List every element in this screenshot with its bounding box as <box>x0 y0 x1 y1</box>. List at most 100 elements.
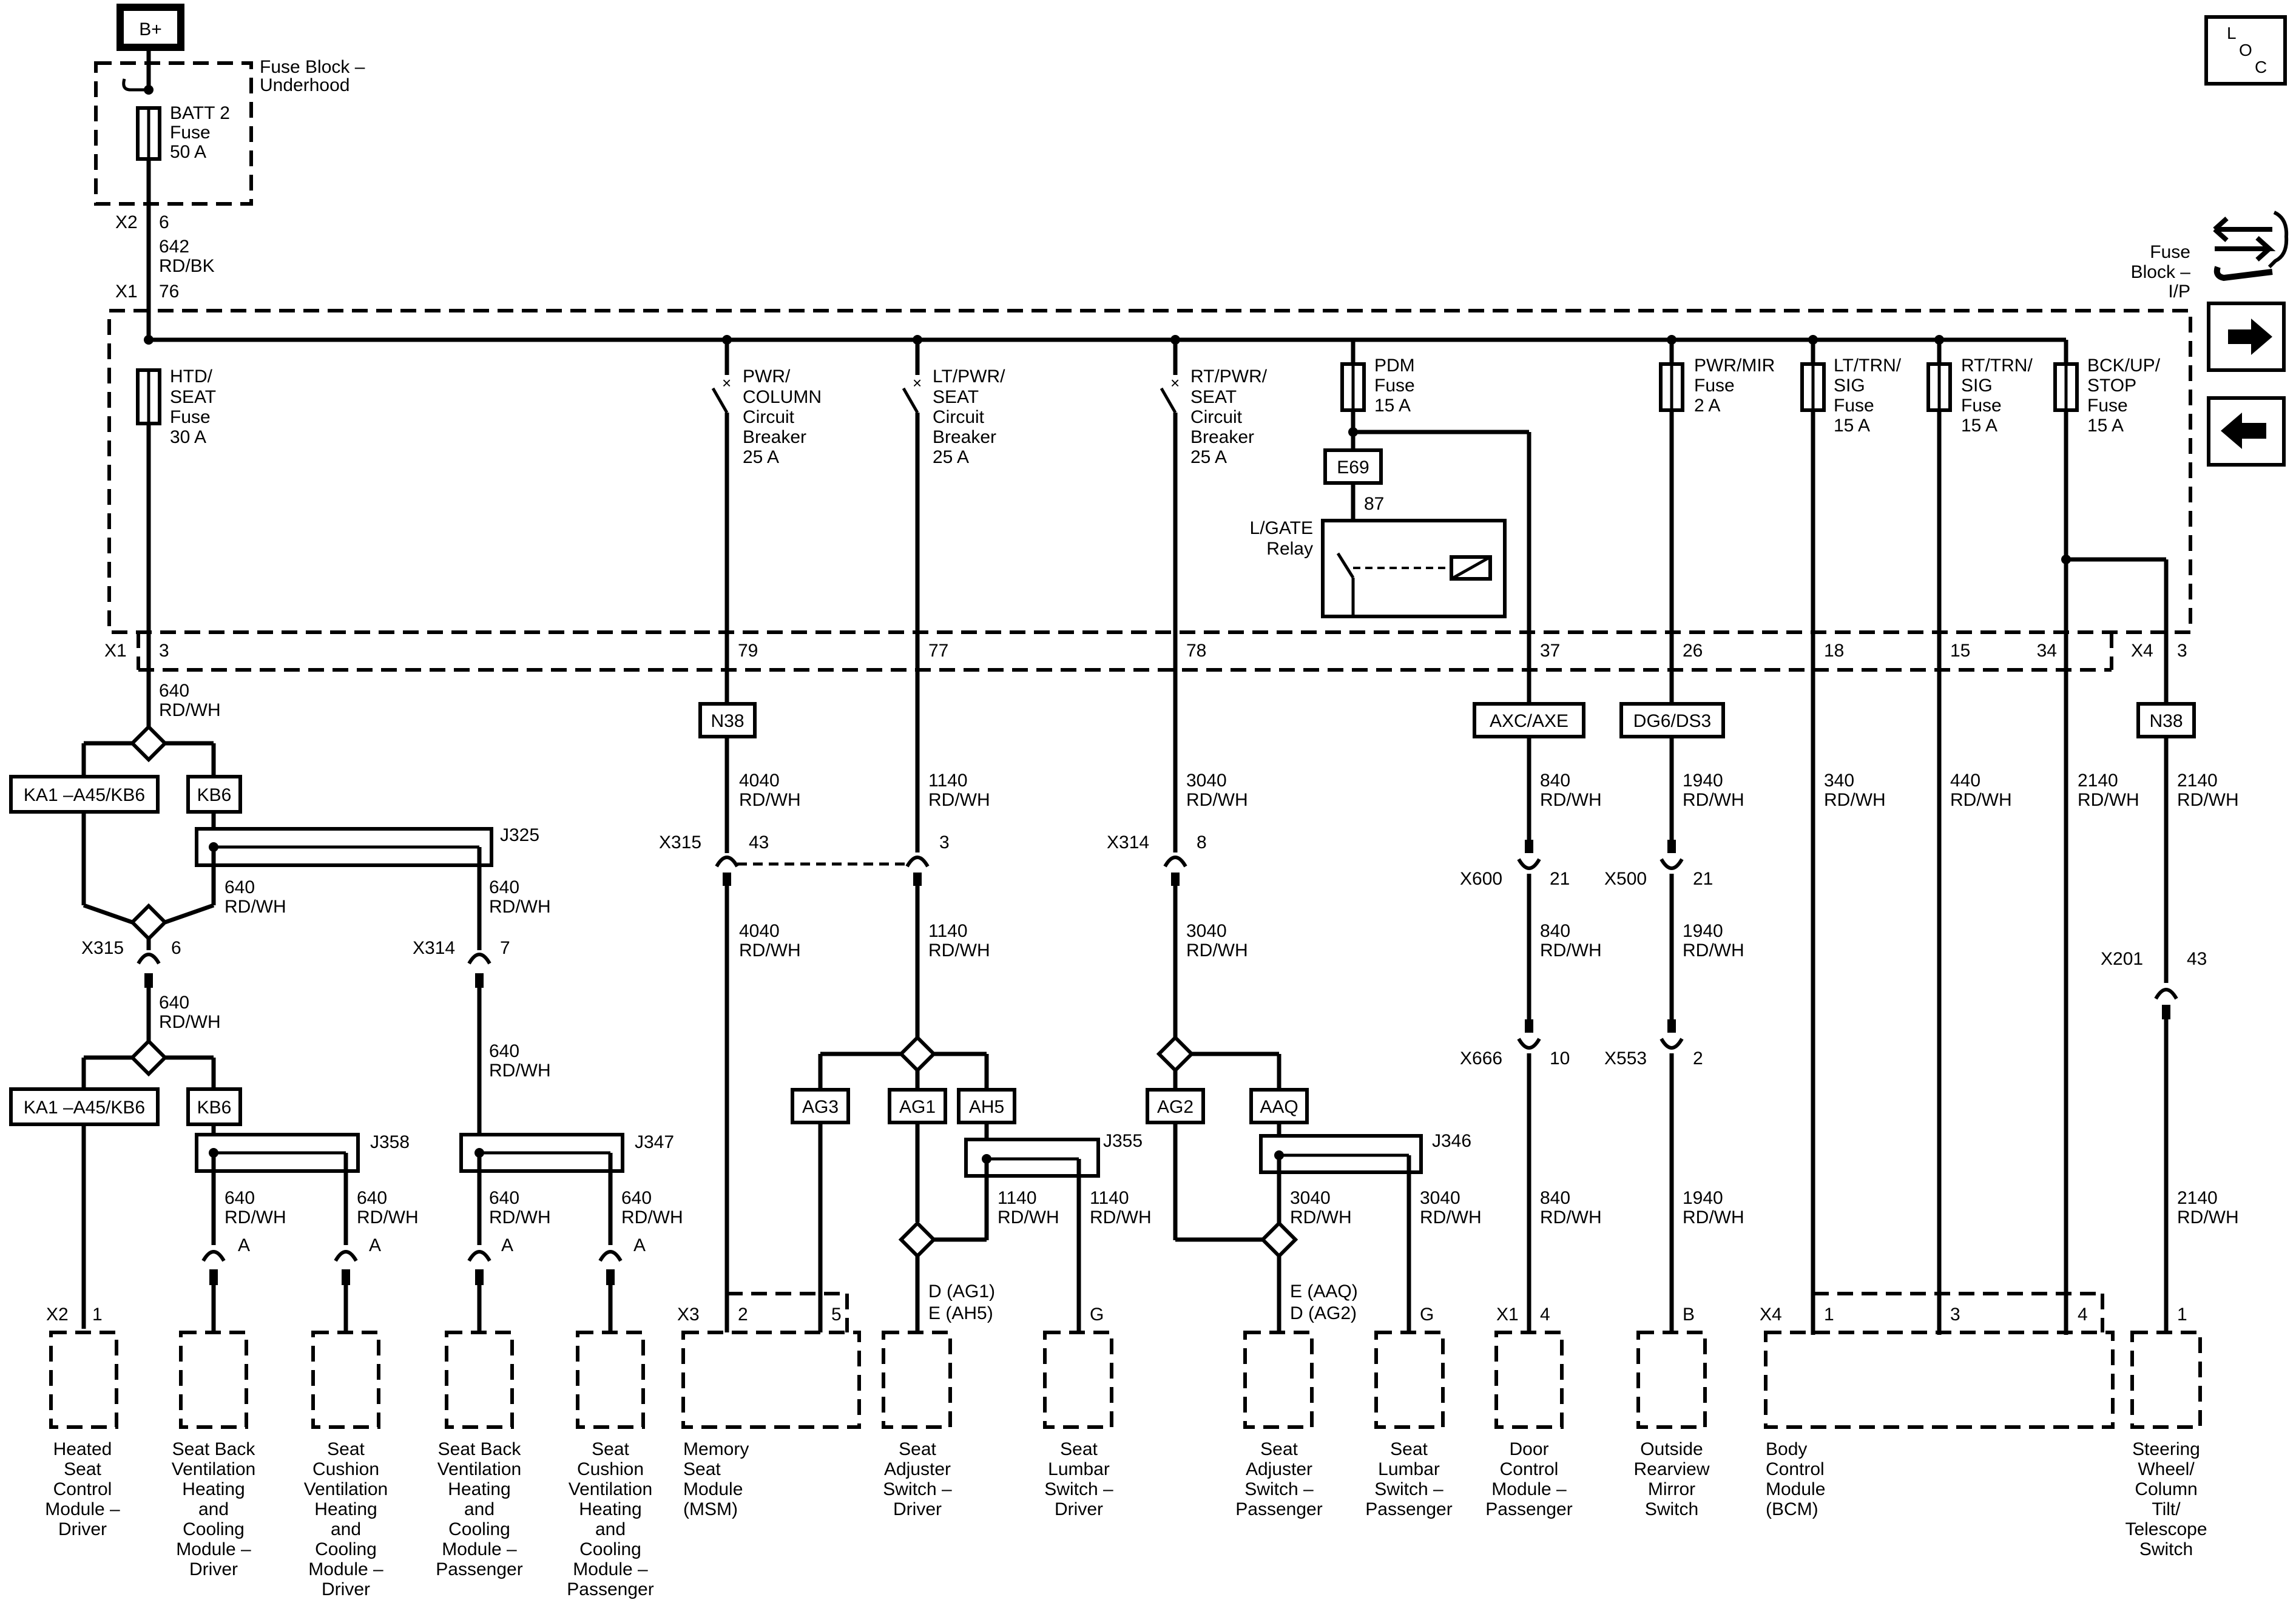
diagram-label: X201 <box>2101 949 2143 969</box>
diagram-label: Adjuster <box>884 1459 951 1479</box>
diagram-label: Fuse <box>1834 396 1874 416</box>
module-seat-back-vent-driver <box>179 1331 248 1429</box>
diagram-label: 3 <box>1950 1305 1960 1325</box>
fuse-block-ip <box>107 309 2192 634</box>
diagram-label: 43 <box>749 832 769 852</box>
diagram-label: 7 <box>500 938 510 958</box>
diagram-label: Control <box>1500 1459 1559 1479</box>
option-aaq: AAQ <box>1249 1088 1309 1124</box>
option-ah5: AH5 <box>957 1088 1016 1124</box>
diagram-label: 6 <box>159 212 169 232</box>
diagram-label: Module – <box>45 1499 120 1519</box>
connector-x315-6 <box>137 953 161 988</box>
option-ag1: AG1 <box>888 1088 947 1124</box>
diagram-label: Steering <box>2132 1439 2200 1459</box>
diagram-label: Heating <box>579 1499 641 1519</box>
diagram-label: RD/WH <box>489 897 551 917</box>
diagram-label: Seat <box>1060 1439 1098 1459</box>
diagram-label: 640 <box>225 1188 255 1208</box>
diagram-label: Module – <box>308 1559 383 1579</box>
diagram-label: X315 <box>659 832 701 852</box>
diagram-label: Circuit <box>933 407 985 427</box>
batt2-fuse <box>136 106 161 161</box>
diagram-label: 25 A <box>933 447 969 467</box>
diagram-label: SEAT <box>1190 387 1237 407</box>
diagram-label: 78 <box>1186 641 1206 661</box>
diagram-label: I/P <box>2168 282 2190 302</box>
diagram-label: Heated <box>53 1439 112 1459</box>
diagram-label: KA1 –A45/KB6 <box>24 1098 145 1118</box>
diagram-label: Ventilation <box>304 1479 388 1499</box>
diagram-label: 440 <box>1950 771 1980 791</box>
diagram-label: Memory <box>683 1439 749 1459</box>
diagram-label: B <box>1683 1305 1695 1325</box>
schematic-icon[interactable] <box>2213 211 2289 282</box>
next-arrow-icon[interactable] <box>2207 302 2286 372</box>
diagram-label: X1 <box>104 641 127 661</box>
diagram-label: A <box>238 1235 250 1255</box>
loc-box[interactable]: L O C <box>2204 15 2287 86</box>
diagram-label: 87 <box>1364 494 1384 514</box>
diagram-label: LT/PWR/ <box>933 366 1005 387</box>
connector-x315-43 <box>715 856 930 886</box>
diagram-label: Ventilation <box>437 1459 521 1479</box>
diagram-label: Module – <box>176 1539 251 1559</box>
diagram-label: RD/WH <box>739 790 801 810</box>
diagram-label: RD/WH <box>2078 790 2139 810</box>
diagram-label: J325 <box>500 825 539 845</box>
diagram-label: Module <box>1766 1479 1825 1499</box>
diagram-label: O <box>2239 41 2252 59</box>
module-memory-seat: X3 2 5 <box>677 1292 861 1429</box>
diagram-label: Breaker <box>743 427 806 447</box>
diagram-label: Switch – <box>1374 1479 1443 1499</box>
connector-x500 <box>1660 840 1684 870</box>
module-seat-adjuster-passenger: E (AAQ) D (AG2) <box>1243 1281 1358 1429</box>
diagram-label: Fuse <box>170 407 211 427</box>
connector-x553 <box>1660 1019 1684 1050</box>
diagram-label: 3 <box>2177 641 2187 661</box>
diagram-label: RD/WH <box>1950 790 2012 810</box>
diagram-label: RD/WH <box>998 1207 1059 1227</box>
option-dg6-ds3: DG6/DS3 <box>1619 702 1725 738</box>
diagram-label: 3 <box>939 832 950 852</box>
diagram-label: RD/WH <box>1186 790 1248 810</box>
module-captions: Heated Seat Control Module – Driver Seat… <box>45 1439 653 1599</box>
diagram-label: 4 <box>2078 1305 2088 1325</box>
diagram-label: (MSM) <box>683 1499 738 1519</box>
diagram-label: RD/WH <box>159 1012 221 1032</box>
diagram-label: Fuse <box>1961 396 2002 416</box>
diagram-label: RD/WH <box>928 940 990 960</box>
diagram-label: Driver <box>893 1499 942 1519</box>
prev-arrow-icon[interactable] <box>2207 396 2286 467</box>
module-outside-mirror-switch: B <box>1636 1305 1707 1429</box>
diagram-label: A <box>369 1235 381 1255</box>
diagram-label: 18 <box>1824 641 1844 661</box>
breaker-rt-pwr-seat: × <box>1160 335 1180 852</box>
diagram-label: COLUMN <box>743 387 822 407</box>
diagram-label: Passenger <box>567 1579 653 1599</box>
diagram-label: Passenger <box>1485 1499 1572 1519</box>
diagram-label: Module – <box>573 1559 648 1579</box>
diagram-label: RD/WH <box>928 790 990 810</box>
diagram-label: Cooling <box>183 1519 245 1539</box>
diagram-label: Circuit <box>1190 407 1243 427</box>
module-seat-lumbar-driver: G <box>1043 1305 1113 1429</box>
diagram-label: 2 A <box>1694 396 1720 416</box>
diagram-label: 77 <box>928 641 948 661</box>
diagram-label: 640 <box>489 1188 519 1208</box>
diagram-label: Cooling <box>448 1519 510 1539</box>
diagram-label: Column <box>2135 1479 2197 1499</box>
diagram-label: Lumbar <box>1048 1459 1110 1479</box>
diagram-label: HTD/ <box>170 366 213 387</box>
diagram-label: 26 <box>1683 641 1703 661</box>
module-seat-adjuster-driver: D (AG1) E (AH5) <box>882 1281 995 1429</box>
diagram-label: G <box>1090 1305 1104 1325</box>
power-label: B+ <box>139 19 162 39</box>
diagram-label: Switch – <box>883 1479 952 1499</box>
diagram-label: 15 A <box>1374 396 1411 416</box>
diagram-label: 25 A <box>1190 447 1227 467</box>
diagram-label: 25 A <box>743 447 779 467</box>
diagram-label: G <box>1420 1305 1434 1325</box>
diagram-label: 2140 <box>2177 771 2218 791</box>
diagram-label: X500 <box>1604 869 1647 889</box>
